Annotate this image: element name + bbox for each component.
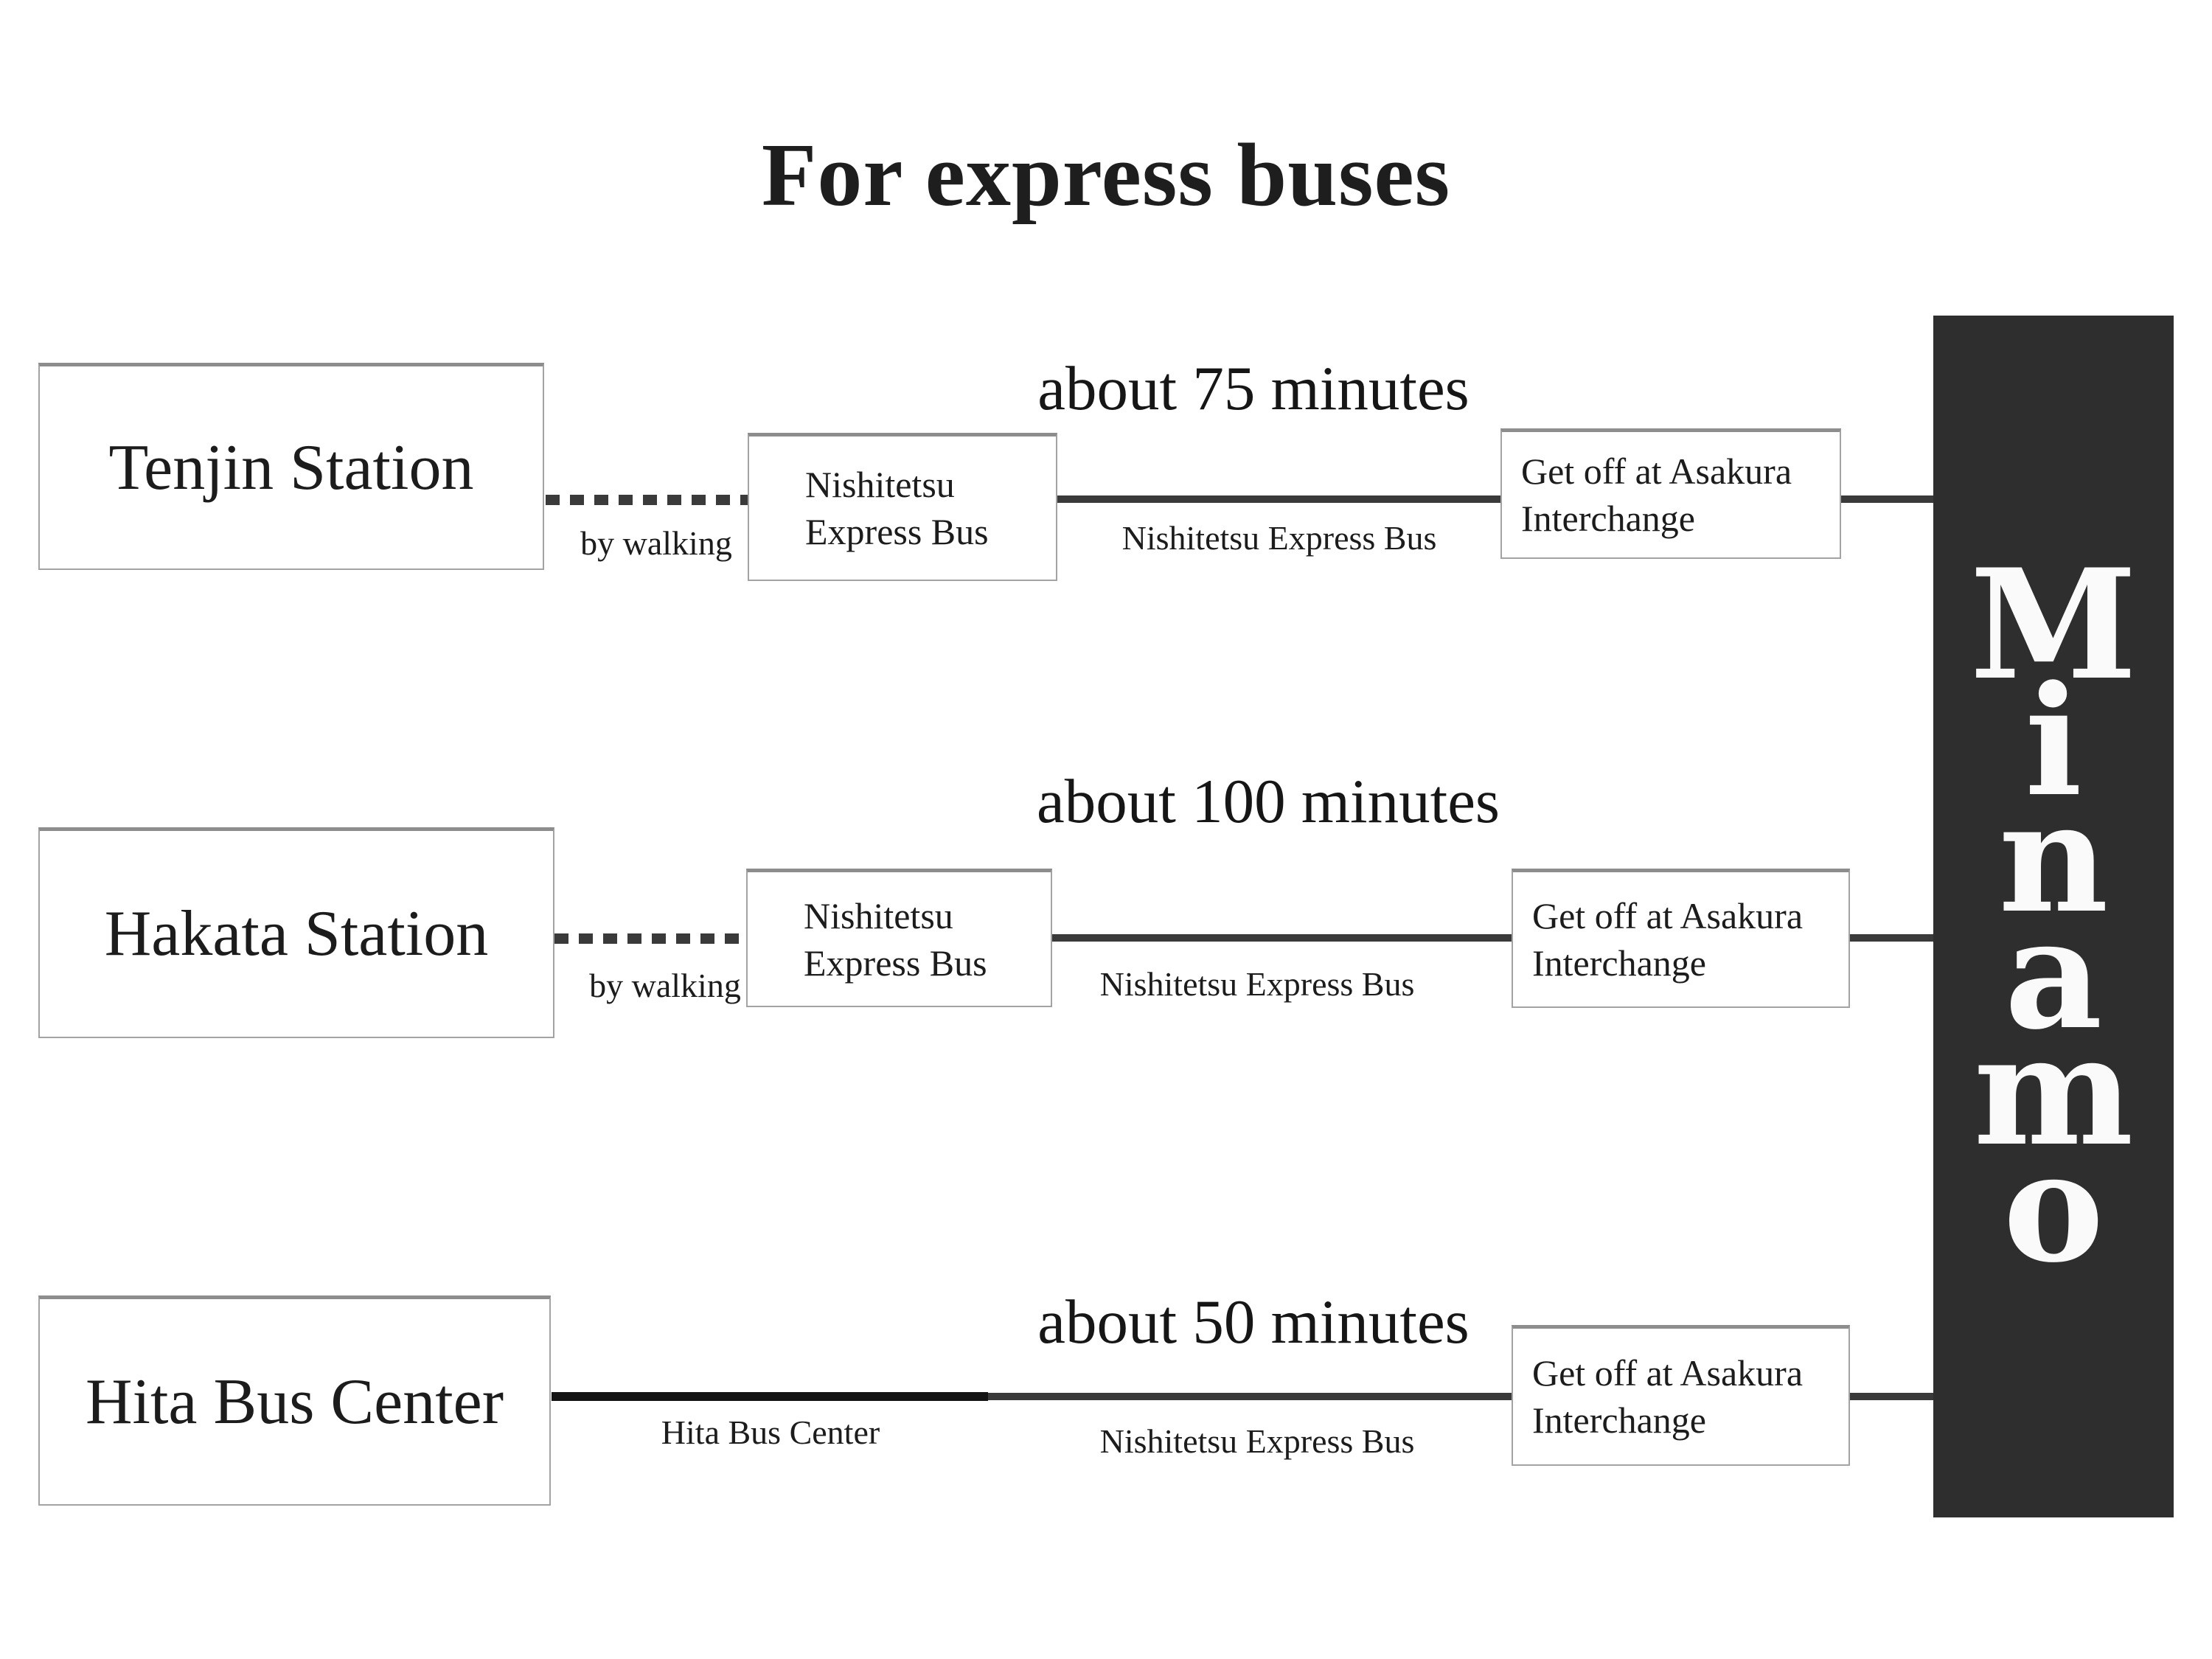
by-walking-label: by walking bbox=[580, 524, 732, 562]
board-bus-line1: Nishitetsu bbox=[804, 894, 953, 936]
destination-letter: a bbox=[2004, 886, 2103, 1063]
duration-label: about 50 minutes bbox=[1037, 1287, 1470, 1357]
board-bus-line2: Express Bus bbox=[804, 942, 987, 984]
destination-letter: i bbox=[2025, 653, 2082, 830]
bus-route-line-to-destination bbox=[1850, 1393, 1933, 1400]
duration-label: about 75 minutes bbox=[1037, 354, 1470, 423]
alight-box-text: Get off at Asakura Interchange bbox=[1521, 448, 1792, 542]
origin-station-label: Hakata Station bbox=[104, 898, 489, 970]
destination-letter: M bbox=[1969, 537, 2138, 714]
board-bus-box: Nishitetsu Express Bus bbox=[748, 433, 1057, 581]
segment-label: Hita Bus Center bbox=[661, 1413, 880, 1451]
bus-route-line bbox=[988, 1393, 1512, 1400]
board-bus-box: Nishitetsu Express Bus bbox=[746, 869, 1052, 1007]
walking-dotted-line bbox=[546, 495, 748, 505]
alight-line1: Get off at Asakura bbox=[1532, 895, 1804, 936]
destination-letter: m bbox=[1973, 1003, 2134, 1180]
bus-route-line-segment-dark bbox=[552, 1392, 988, 1401]
alight-line2: Interchange bbox=[1532, 1399, 1706, 1441]
alight-box: Get off at Asakura Interchange bbox=[1512, 1325, 1850, 1466]
board-bus-line1: Nishitetsu bbox=[805, 464, 955, 505]
walking-dotted-line bbox=[554, 933, 746, 944]
origin-box-tenjin: Tenjin Station bbox=[38, 363, 544, 570]
alight-box: Get off at Asakura Interchange bbox=[1512, 869, 1850, 1008]
alight-line1: Get off at Asakura bbox=[1532, 1352, 1804, 1394]
origin-station-label: Hita Bus Center bbox=[85, 1366, 504, 1438]
alight-line1: Get off at Asakura bbox=[1521, 451, 1792, 492]
bus-line-label: Nishitetsu Express Bus bbox=[1121, 519, 1437, 557]
alight-line2: Interchange bbox=[1521, 498, 1695, 539]
alight-line2: Interchange bbox=[1532, 942, 1706, 984]
alight-box-text: Get off at Asakura Interchange bbox=[1532, 1349, 1803, 1444]
duration-label: about 100 minutes bbox=[1037, 767, 1500, 836]
bus-line-label: Nishitetsu Express Bus bbox=[1099, 965, 1415, 1003]
origin-station-label: Tenjin Station bbox=[108, 431, 474, 504]
destination-bar-minamo: M i n a m o bbox=[1933, 316, 2174, 1517]
bus-route-line bbox=[1057, 495, 1500, 503]
destination-letter: o bbox=[2003, 1119, 2104, 1296]
origin-box-hita: Hita Bus Center bbox=[38, 1295, 551, 1506]
alight-box-text: Get off at Asakura Interchange bbox=[1532, 892, 1803, 987]
origin-box-hakata: Hakata Station bbox=[38, 827, 554, 1038]
bus-route-line-to-destination bbox=[1850, 934, 1933, 942]
bus-route-line-to-destination bbox=[1841, 495, 1933, 503]
bus-route-line bbox=[1052, 934, 1512, 942]
destination-letter: n bbox=[1998, 770, 2109, 947]
board-bus-line2: Express Bus bbox=[805, 511, 989, 552]
alight-box: Get off at Asakura Interchange bbox=[1500, 428, 1841, 559]
diagram-title: For express buses bbox=[761, 125, 1451, 225]
board-bus-box-text: Nishitetsu Express Bus bbox=[805, 461, 989, 555]
bus-line-label: Nishitetsu Express Bus bbox=[1099, 1422, 1415, 1460]
by-walking-label: by walking bbox=[589, 967, 741, 1004]
board-bus-box-text: Nishitetsu Express Bus bbox=[804, 892, 987, 987]
